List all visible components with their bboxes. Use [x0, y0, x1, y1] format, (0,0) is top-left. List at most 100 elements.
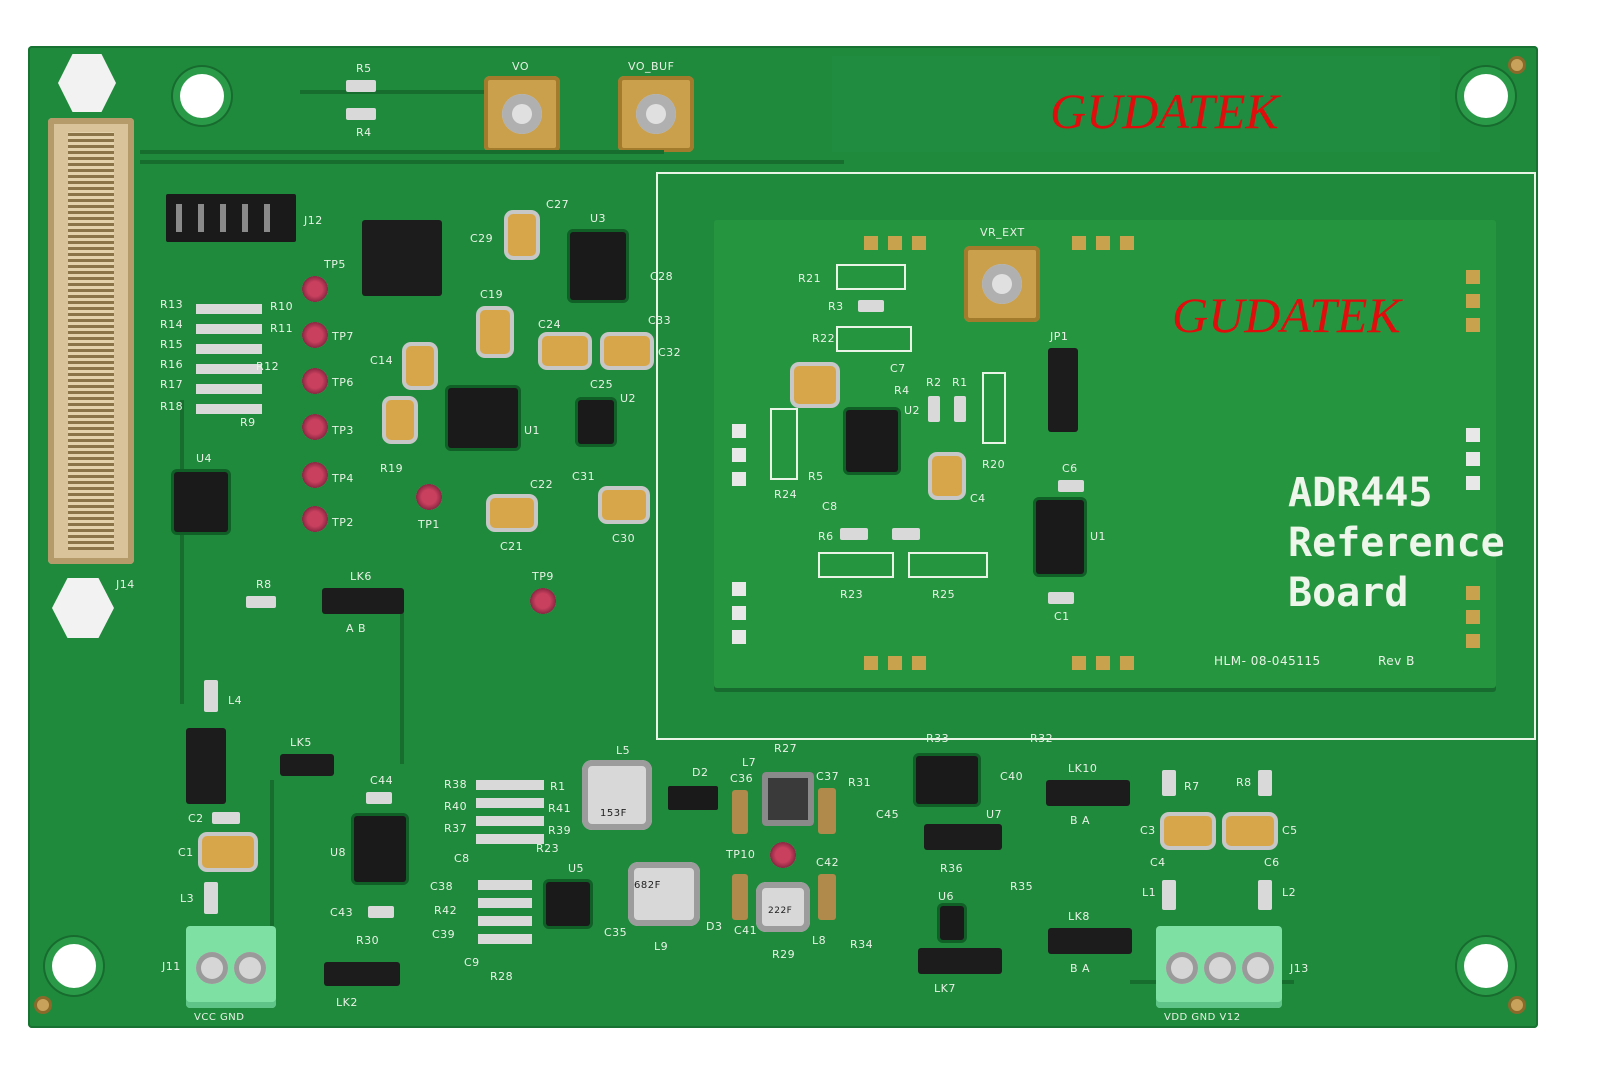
label-r8-lower: R8 — [1236, 776, 1252, 789]
resistor-r6 — [840, 528, 868, 540]
jumper-block[interactable] — [362, 220, 442, 296]
testpoint-tp6[interactable] — [302, 368, 328, 394]
label-lk10-ba: B A — [1070, 814, 1091, 827]
label-r9: R9 — [240, 416, 256, 429]
testpoint-tp3[interactable] — [302, 414, 328, 440]
label-c8-lower: C8 — [454, 852, 470, 865]
label-l1: L1 — [1142, 886, 1157, 899]
label-l9: L9 — [654, 940, 669, 953]
board-title-line-1: ADR445 — [1288, 470, 1433, 516]
adr445-daughter-board — [714, 220, 1496, 688]
label-j13-pins: VDD GND V12 — [1164, 1012, 1241, 1023]
inductor-l3 — [204, 882, 218, 914]
label-jp1: JP1 — [1050, 330, 1069, 343]
trace — [140, 150, 664, 154]
board-part-number: HLM- 08-045115 — [1214, 654, 1321, 668]
label-r37: R37 — [444, 822, 468, 835]
vr-ext-sma-connector[interactable] — [964, 246, 1040, 322]
label-c45: C45 — [876, 808, 900, 821]
pad-r24 — [770, 408, 798, 480]
terminal-block-j11[interactable] — [186, 926, 276, 1008]
vo-sma-connector[interactable] — [484, 76, 560, 152]
label-c1: C1 — [178, 846, 194, 859]
label-l8: L8 — [812, 934, 827, 947]
module-pad-column — [1466, 262, 1480, 332]
screw-terminal[interactable] — [1242, 952, 1274, 984]
label-c39: C39 — [432, 928, 456, 941]
jumper-lk6[interactable] — [322, 588, 404, 614]
label-r40: R40 — [444, 800, 468, 813]
capacitor-c30 — [602, 490, 646, 520]
capacitor-c21 — [490, 498, 534, 528]
jumper-lk5[interactable] — [280, 754, 334, 776]
inductor-l2 — [1258, 880, 1272, 910]
label-c38: C38 — [430, 880, 454, 893]
label-r8: R8 — [256, 578, 272, 591]
label-c25: C25 — [590, 378, 614, 391]
capacitor-c5 — [1226, 816, 1274, 846]
label-c2: C2 — [188, 812, 204, 825]
label-vr-ext: VR_EXT — [980, 226, 1025, 239]
label-r39: R39 — [548, 824, 572, 837]
ic-u8 — [354, 808, 406, 890]
jumper-lk7[interactable] — [918, 948, 1002, 974]
label-c40: C40 — [1000, 770, 1024, 783]
terminal-block-j13[interactable] — [1156, 926, 1282, 1008]
label-r30: R30 — [356, 934, 380, 947]
label-r23: R23 — [840, 588, 864, 601]
module-pad-column — [1466, 420, 1480, 490]
label-r17: R17 — [160, 378, 184, 391]
testpoint-tp2[interactable] — [302, 506, 328, 532]
label-j12: J12 — [304, 214, 323, 227]
testpoint-tp5[interactable] — [302, 276, 328, 302]
inductor-l7 — [762, 772, 814, 826]
label-r25-lower: R23 — [536, 842, 560, 855]
label-c43: C43 — [330, 906, 354, 919]
corner-via — [1508, 56, 1526, 74]
jumper-lk8[interactable] — [1048, 928, 1132, 954]
label-c4: C4 — [1150, 856, 1166, 869]
capacitor-c13 — [386, 400, 414, 440]
resistor-r1 — [954, 396, 966, 422]
capacitor-c43 — [368, 906, 394, 918]
label-c35: C35 — [604, 926, 628, 939]
label-j11-pins: VCC GND — [194, 1012, 245, 1023]
testpoint-tp1[interactable] — [416, 484, 442, 510]
screw-terminal[interactable] — [234, 952, 266, 984]
label-c19: C19 — [480, 288, 504, 301]
ic-u6 — [940, 898, 964, 948]
label-c8: C8 — [822, 500, 838, 513]
screw-terminal[interactable] — [1166, 952, 1198, 984]
testpoint-tp4[interactable] — [302, 462, 328, 488]
jumper-lk10[interactable] — [1046, 780, 1130, 806]
capacitor-c19 — [480, 310, 510, 354]
vertical-jumper[interactable] — [186, 728, 226, 804]
label-j13: J13 — [1290, 962, 1309, 975]
label-u3: U3 — [590, 212, 607, 225]
resistor-r-module — [892, 528, 920, 540]
label-tp2: TP2 — [332, 516, 354, 529]
vo-buf-sma-connector[interactable] — [618, 76, 694, 152]
inductor-l4 — [204, 680, 218, 712]
testpoint-tp10[interactable] — [770, 842, 796, 868]
watermark-text-module: GUDATEK — [1172, 287, 1401, 343]
screw-terminal[interactable] — [196, 952, 228, 984]
j12-pin-header[interactable] — [166, 194, 296, 242]
jumper-lk2[interactable] — [324, 962, 400, 986]
resistor-r5 — [346, 80, 376, 92]
pad-r22 — [836, 326, 912, 352]
label-u5: U5 — [568, 862, 585, 875]
label-lk7: LK7 — [934, 982, 956, 995]
module-outline — [656, 172, 1536, 740]
label-r13: R13 — [160, 298, 184, 311]
jumper-u7-side[interactable] — [924, 824, 1002, 850]
module-pad-row — [864, 236, 934, 250]
label-lk8-ba: B A — [1070, 962, 1091, 975]
resistor-column — [478, 874, 532, 944]
testpoint-tp9[interactable] — [530, 588, 556, 614]
testpoint-tp7[interactable] — [302, 322, 328, 348]
jumper-jp1[interactable] — [1048, 348, 1078, 432]
screw-terminal[interactable] — [1204, 952, 1236, 984]
label-l3: L3 — [180, 892, 195, 905]
capacitor-c1-module — [1048, 592, 1074, 604]
